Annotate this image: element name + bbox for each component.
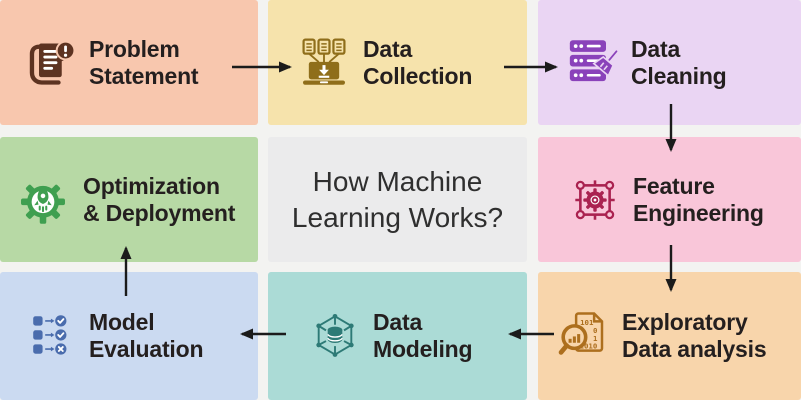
step-label-line1: Model	[89, 309, 155, 335]
scroll-alert-icon	[26, 37, 78, 89]
page-title-line1: How Machine	[312, 165, 483, 197]
svg-text:1010: 1010	[580, 341, 598, 350]
step-label: Model Evaluation	[89, 309, 204, 363]
laptop-download-icon	[296, 35, 352, 91]
step-label: Data Collection	[363, 36, 472, 90]
checklist-validation-icon	[28, 311, 78, 361]
step-label-line2: Engineering	[633, 199, 764, 226]
gear-rocket-icon	[14, 171, 72, 229]
step-label-line1: Data	[631, 35, 681, 62]
step-label-line1: Exploratory	[622, 309, 748, 335]
step-label-line1: Feature	[633, 172, 715, 199]
step-label-line2: & Deployment	[83, 199, 236, 226]
step-label-line2: Collection	[363, 62, 473, 89]
page-title: How Machine Learning Works?	[292, 164, 503, 236]
step-label: Exploratory Data analysis	[622, 309, 767, 363]
step-label-line2: Data analysis	[622, 336, 767, 362]
server-broom-icon	[564, 35, 620, 91]
step-data-collection: Data Collection	[268, 0, 527, 125]
step-feature-engineering: Feature Engineering	[538, 137, 801, 262]
step-label-line2: Statement	[89, 62, 199, 89]
step-label-line1: Data	[363, 35, 413, 62]
step-data-modeling: Data Modeling	[268, 272, 527, 400]
step-model-evaluation: Model Evaluation	[0, 272, 258, 400]
step-label-line1: Problem	[89, 35, 180, 62]
svg-text:1: 1	[593, 334, 598, 343]
page-title-line2: Learning Works?	[291, 201, 504, 233]
step-exploratory-data-analysis: 101 0 1 1010 Exploratory Data analysis	[538, 272, 801, 400]
gear-frame-icon	[568, 173, 622, 227]
step-label: Data Modeling	[373, 309, 473, 363]
step-optimization-deployment: Optimization & Deployment	[0, 137, 258, 262]
step-label: Feature Engineering	[633, 173, 764, 227]
step-label-line2: Modeling	[373, 336, 473, 362]
svg-text:101: 101	[580, 318, 594, 327]
step-label: Optimization & Deployment	[83, 173, 235, 227]
center-title-cell: How Machine Learning Works?	[268, 137, 527, 262]
step-label-line1: Optimization	[83, 172, 220, 199]
step-label: Data Cleaning	[631, 36, 727, 90]
step-label-line2: Evaluation	[89, 336, 204, 362]
cube-database-icon	[308, 309, 362, 363]
step-problem-statement: Problem Statement	[0, 0, 258, 125]
step-label-line2: Cleaning	[631, 62, 727, 89]
step-label-line1: Data	[373, 309, 423, 335]
svg-text:0: 0	[593, 326, 598, 335]
step-data-cleaning: Data Cleaning	[538, 0, 801, 125]
step-label: Problem Statement	[89, 35, 199, 90]
magnifier-document-icon: 101 0 1 1010	[557, 309, 611, 363]
